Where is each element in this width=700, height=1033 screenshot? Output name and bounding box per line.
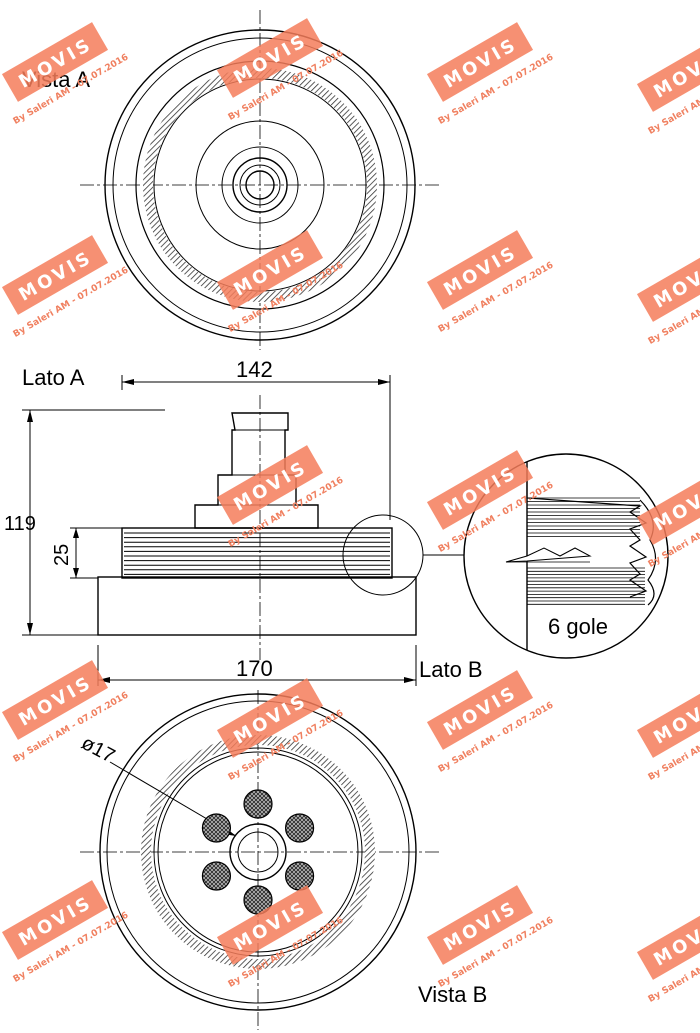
watermark-badge (426, 450, 534, 530)
watermark-badge (216, 18, 324, 98)
dimension-25: 25 (51, 544, 73, 566)
bolt-hole (284, 861, 315, 891)
watermark-badge (216, 678, 324, 758)
watermark-badge (426, 230, 534, 310)
bolt-hole (243, 789, 273, 819)
watermark-badge (216, 885, 324, 965)
watermark-badge (1, 235, 109, 315)
watermark-badge (426, 22, 534, 102)
watermark-badge (426, 670, 534, 750)
dimension-lines (27, 375, 417, 686)
watermark-badge (426, 885, 534, 965)
watermark-badge (1, 22, 109, 102)
watermark-badge (636, 32, 700, 112)
vista-b-label: Vista B (418, 982, 487, 1007)
bolt-hole (201, 813, 232, 843)
watermark-badge (1, 660, 109, 740)
dimension-119: 119 (4, 513, 36, 535)
bolt-hole (201, 861, 232, 891)
watermark-badge (1, 880, 109, 960)
watermark-badge (216, 230, 324, 310)
watermark-badge (216, 445, 324, 525)
dimension-142: 142 (236, 357, 273, 382)
grooves-label: 6 gole (548, 614, 608, 639)
lato-a-label: Lato A (22, 365, 85, 390)
watermark-badge (636, 678, 700, 758)
lato-b-label: Lato B (419, 657, 483, 682)
bolt-hole (284, 813, 315, 843)
watermark-badge (636, 465, 700, 545)
dimension-170: 170 (236, 656, 273, 681)
watermark-badge (636, 242, 700, 322)
bore-diameter-label: ø17 (78, 732, 119, 768)
belt-grooves (124, 532, 390, 575)
bolt-holes (201, 789, 315, 915)
watermark-badge (636, 900, 700, 980)
groove-detail-view (463, 453, 669, 659)
